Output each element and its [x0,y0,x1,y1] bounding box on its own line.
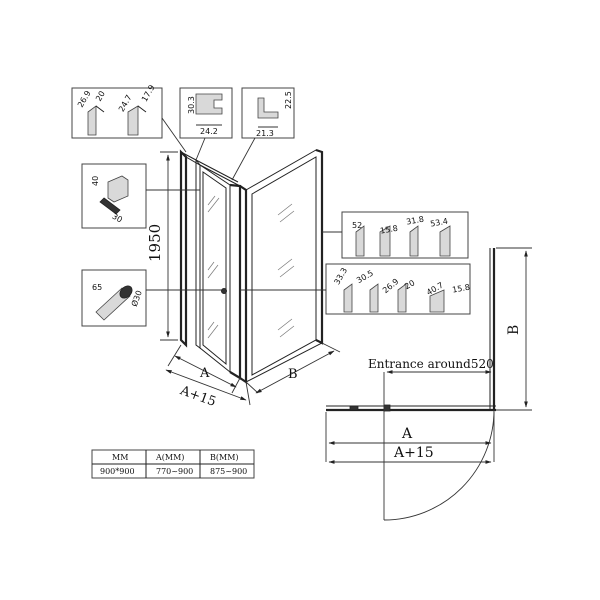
detail-right-profile: 52 15.8 31.8 53.4 [322,211,469,259]
door-knob [220,287,227,294]
dimension-label: 15.8 [379,224,398,236]
glass-mark [207,261,215,271]
plan-a-label: A [401,426,413,442]
detail-l-profile: 22.5 21.3 [231,87,295,181]
glass-mark [207,321,215,331]
dimension-label: 40 [91,176,100,186]
detail-u-profile: 30.3 24.2 [179,87,233,161]
table-cell: 900*900 [100,467,135,476]
table-header: A(MM) [155,453,184,462]
table-cell: 770~900 [156,467,193,476]
door-hinge-edge [195,158,201,349]
detail-bottom-profile: 33.3 30.5 26.9 20 40.7 15.8 [240,263,471,315]
dimension-label: 15.8 [452,283,471,295]
dimension-label: 21.3 [256,129,274,138]
side-panel [245,149,323,383]
glass-mark [207,195,216,206]
table-cell: 875~900 [210,467,247,476]
glass-mark [207,197,220,213]
table-header: B(MM) [210,453,239,462]
glass-mark [277,258,293,271]
dimension-label: 65 [92,283,102,292]
height-dimension: 1950 [146,151,178,341]
side-panel-inner [251,156,317,376]
dimension-label: 20 [94,90,107,103]
dimension-label: 52 [352,221,362,230]
detail-top-profile: 26.9 20 24.7 17.9 [71,83,187,153]
glass-mark [279,325,295,338]
door-panel-inner [202,171,227,366]
top-rail-front [180,151,239,183]
dim-b-label: B [288,367,298,382]
glass-mark [207,324,219,339]
glass-mark [279,210,295,223]
plan-b-label: B [506,325,522,335]
dimension-label: 20 [403,278,416,291]
door-closing-edge [229,183,242,380]
table-header: MM [112,453,128,462]
glass-mark [279,265,295,278]
dimension-label: 31.8 [406,215,425,227]
glass-mark [277,318,293,331]
right-post [315,148,324,345]
detail-knob: 65 Ø30 [81,269,222,327]
dimension-label: 30 [111,212,124,225]
glass-mark [277,203,293,216]
size-table: MM A(MM) B(MM) 900*900 770~900 875~900 [91,449,255,479]
detail-hinge-bracket: 40 30 [81,163,200,229]
plan-hinge [383,404,391,412]
dimension-label: 30.3 [187,96,196,114]
dim-a-label: A [199,366,210,381]
glass-mark [207,264,219,279]
top-rail-inner [185,156,241,187]
dimension-label: 53.4 [430,217,449,229]
plan-a-plus-label: A+15 [393,445,434,461]
dimension-label: 24.2 [200,127,218,136]
dimension-label: 22.5 [284,91,293,109]
plan-view: B Entrance around520 A A+15 [325,247,532,521]
bottom-dimensions: A A+15 B [165,342,341,410]
plan-entrance-label: Entrance around520 [368,357,494,371]
door-swing-arc [383,409,495,521]
left-post [179,149,188,348]
enclosure-perspective [179,148,324,385]
height-label: 1950 [146,224,164,262]
